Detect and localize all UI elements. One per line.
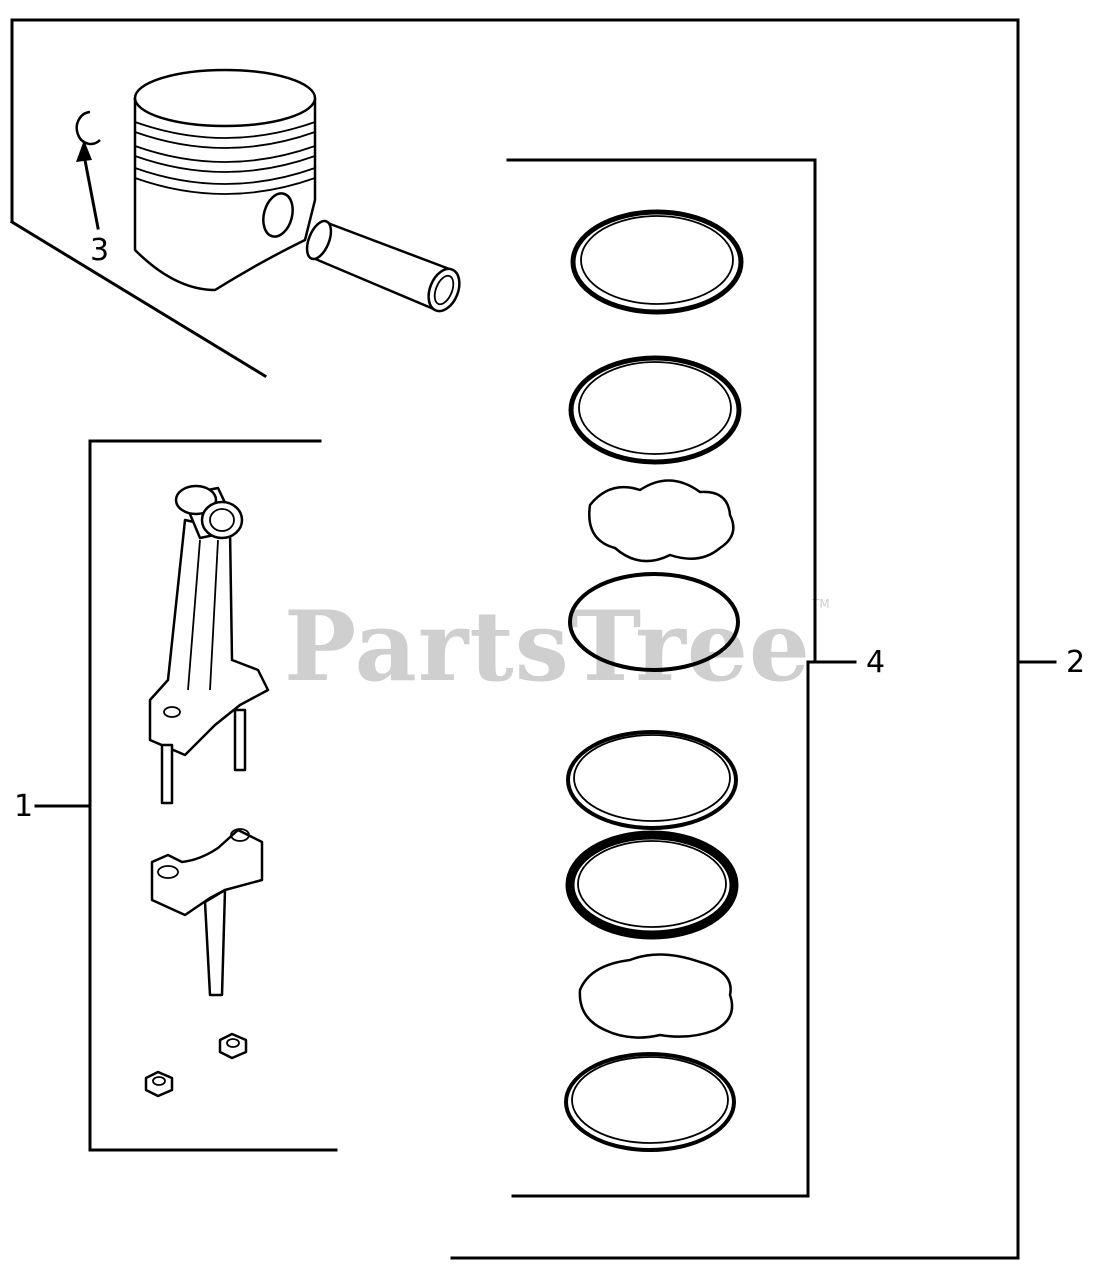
piston — [133, 68, 317, 292]
callout-3: 3 — [90, 233, 109, 268]
piston-ring-3-expander — [588, 479, 735, 563]
rod-nut-right — [218, 1032, 248, 1060]
bracket-kit-outline — [9, 18, 1057, 1260]
piston-pin — [305, 219, 461, 313]
callout-1: 1 — [14, 789, 33, 824]
rod-nut-left — [144, 1070, 174, 1098]
piston-ring-8 — [564, 1052, 736, 1152]
piston-ring-1 — [570, 209, 744, 315]
piston-ring-6 — [565, 830, 739, 940]
connecting-rod — [148, 484, 270, 805]
callout-2: 2 — [1066, 645, 1085, 680]
bracket-ring-set — [506, 158, 857, 1198]
piston-ring-4 — [568, 572, 740, 672]
piston-ring-7-expander — [578, 953, 734, 1039]
watermark-text: PartsTree — [284, 590, 811, 703]
retaining-clip — [75, 110, 101, 230]
piston-ring-5 — [566, 730, 738, 830]
piston-ring-2 — [568, 355, 742, 465]
connecting-rod-cap — [150, 828, 264, 997]
watermark: PartsTree TM — [284, 590, 830, 703]
bracket-connecting-rod — [34, 439, 338, 1152]
callout-4: 4 — [866, 645, 885, 680]
